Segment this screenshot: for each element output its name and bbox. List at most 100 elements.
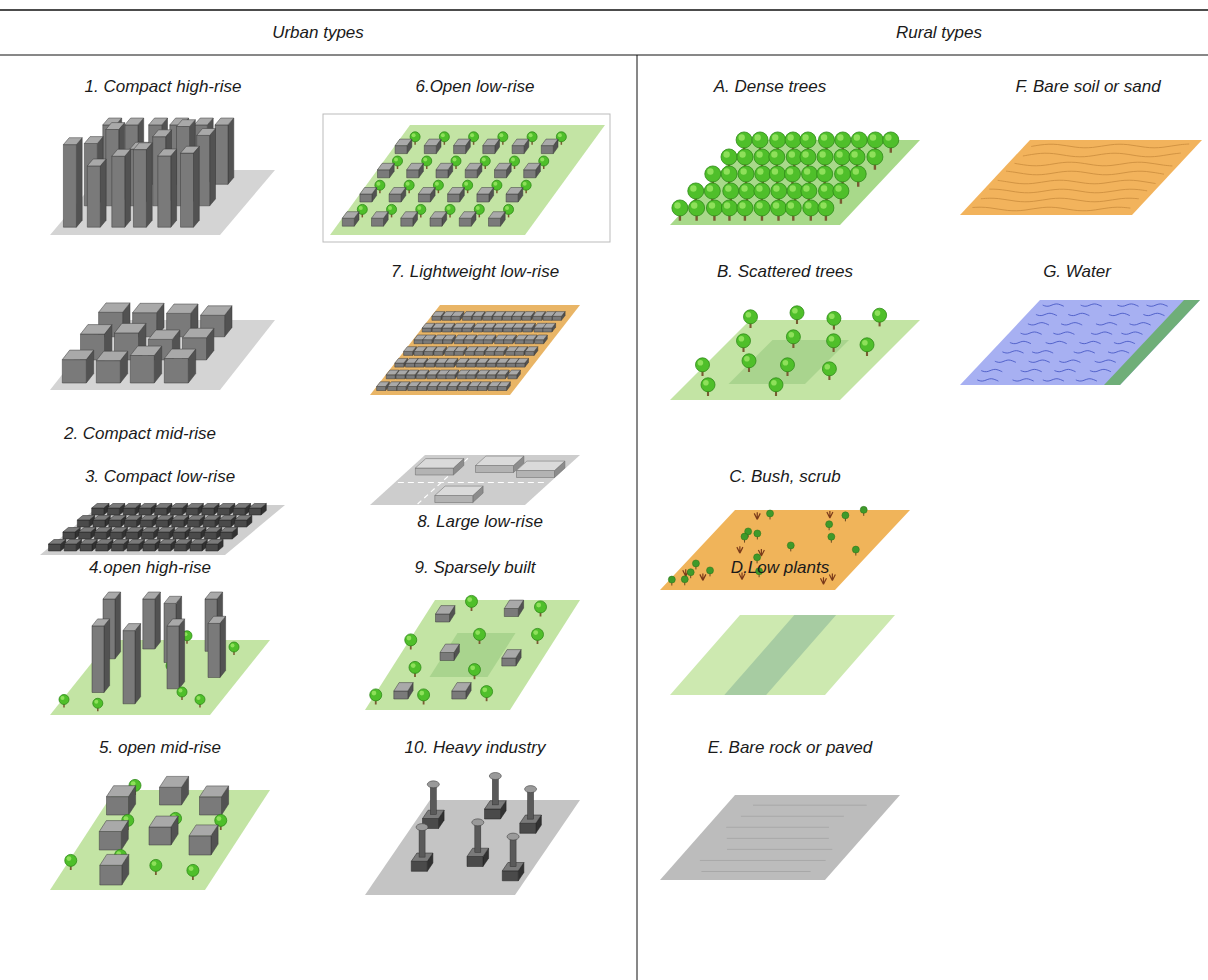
building-roof [143,540,160,545]
building-roof [502,650,521,658]
water-ripple [1032,351,1053,353]
building-roof [96,351,127,360]
tree-highlight [674,202,680,208]
building [233,504,250,516]
building-roof [459,212,476,219]
tree-crown [800,132,816,148]
building-front [77,520,89,527]
building-roof [378,163,395,170]
zone-label: D.Low plants [731,558,829,578]
bush [681,576,688,583]
chimney-top [489,773,501,780]
building [215,118,234,184]
building-front [394,691,408,699]
tree [790,306,804,324]
building-roof [164,349,195,358]
building [523,323,536,332]
tree-highlight [829,314,835,320]
building-roof [186,504,203,509]
building [535,335,548,344]
tree-crown [481,686,493,698]
building [143,592,161,649]
water-ripple [1074,351,1095,353]
tree [696,358,710,376]
building-roof [395,358,408,363]
tree-crown [177,687,187,697]
building [415,459,463,475]
building-front [436,614,450,622]
building-roof [107,786,136,797]
tree [474,628,486,644]
tree-crown [827,334,841,348]
building-side [179,619,185,689]
building [204,528,221,540]
building-front [126,532,138,539]
open-low-rise-scene [330,125,605,235]
tree-highlight [836,151,842,157]
surface-crack [741,816,844,817]
tree [822,362,836,380]
tree-crown [818,132,834,148]
bush [754,530,761,537]
building [435,486,483,502]
large-low-rise-scene [370,455,580,505]
zone-label: B. Scattered trees [717,262,853,282]
building-roof [552,312,565,317]
building [63,528,80,540]
building-roof [454,139,471,146]
building-roof [189,825,218,836]
tree-crown [771,183,787,199]
building [100,854,129,885]
building-roof [342,212,359,219]
tree-crown [851,132,867,148]
tree-highlight [417,206,421,210]
water-ripple [1010,341,1031,343]
building-front [552,316,561,320]
shrub-twigs [829,574,835,581]
building-front [504,340,513,344]
building-roof [407,163,424,170]
water-ripple [1117,304,1138,306]
building [167,619,185,689]
building-roof [430,212,447,219]
building-roof [415,459,463,468]
building-front [430,218,442,226]
tree-highlight [789,332,795,338]
building [181,146,200,227]
building [127,540,144,552]
water-ripple [995,360,1016,362]
sand-ripple [981,198,1139,202]
column-heading: Urban types [272,23,364,43]
building-front [164,359,188,384]
building [389,188,406,203]
building [130,346,161,383]
building-roof [208,616,226,623]
tree-crown [744,310,758,324]
building [445,358,458,367]
ground-patch [430,633,516,677]
building-roof [397,382,410,387]
building-roof [204,528,221,533]
building-front [174,544,186,551]
building-front [377,387,386,391]
building [157,528,174,540]
tree-highlight [197,696,201,700]
tree [418,689,430,705]
zone-label: 9. Sparsely built [415,558,536,578]
heavy-industry-scene [365,773,580,896]
tree [781,358,795,376]
tree-highlight [723,151,729,157]
building-front [454,340,463,344]
building-front [416,375,425,379]
building [112,149,131,227]
building-front [149,827,171,845]
tree-crown [737,334,751,348]
surface-crack [700,860,826,861]
tree-crown [65,854,77,866]
building-roof [495,163,512,170]
tree-crown [834,149,850,165]
building [62,350,93,383]
tree-crown [770,200,786,216]
bush [687,569,694,576]
bush [852,546,859,553]
